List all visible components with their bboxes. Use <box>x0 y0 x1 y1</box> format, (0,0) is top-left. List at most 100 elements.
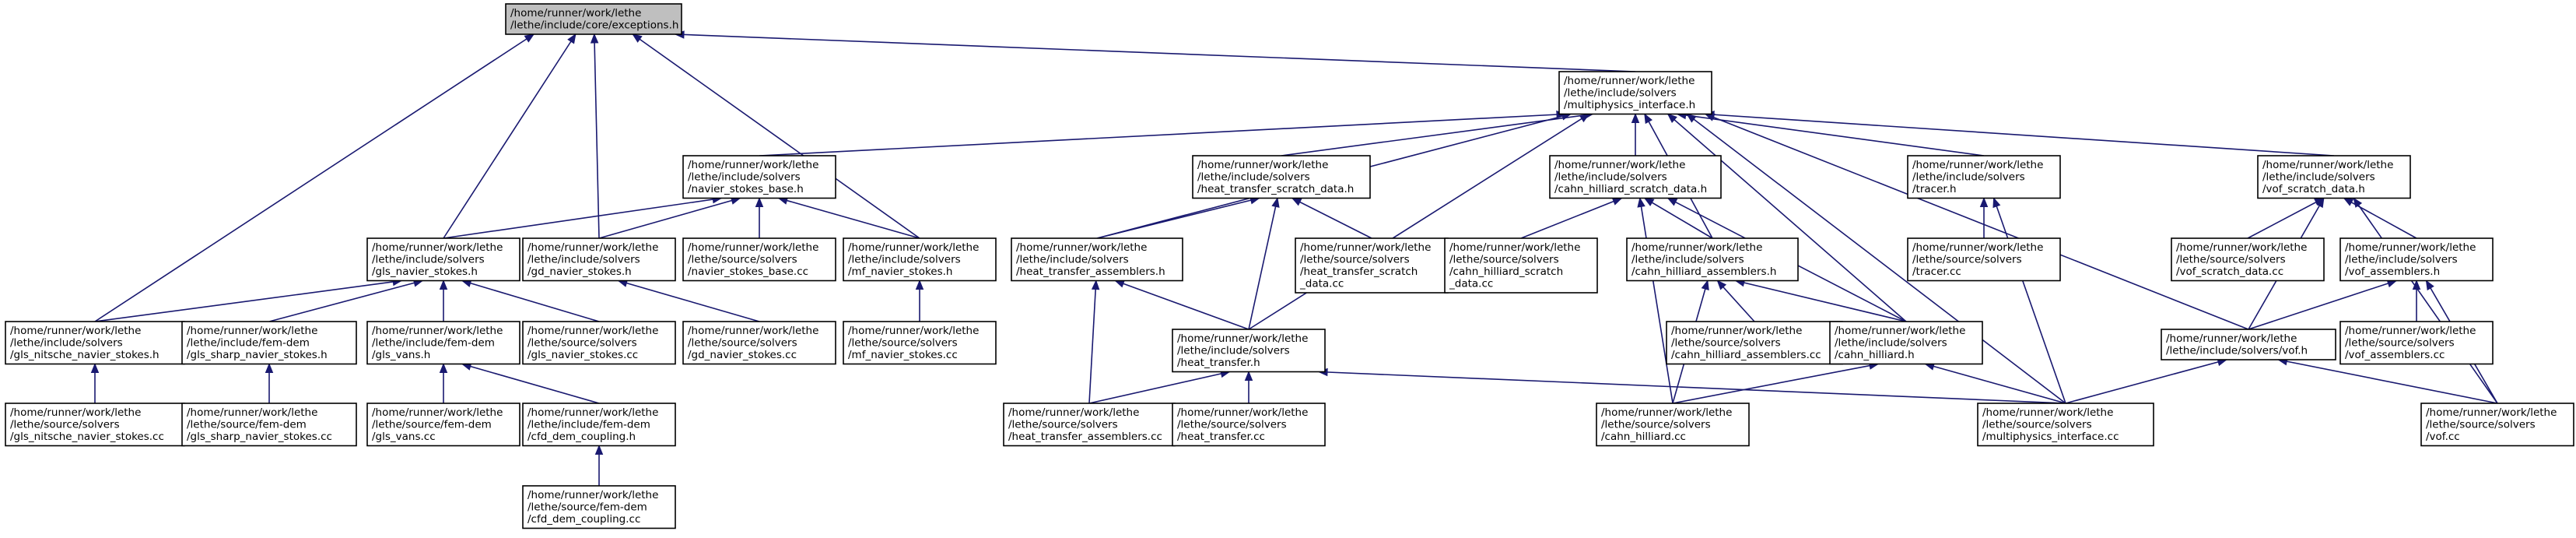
node-gd-navier-stokes-h[interactable]: /home/runner/work/lethe/lethe/include/so… <box>522 237 676 282</box>
node-label-line: /lethe/include/solvers <box>1912 171 2025 184</box>
node-label-line: /lethe/source/fem-dem <box>187 419 307 431</box>
node-label-line: /home/runner/work/lethe <box>1197 159 1328 171</box>
node-label-line: /lethe/source/solvers <box>848 337 958 350</box>
node-vof-assemblers-h[interactable]: /home/runner/work/lethe/lethe/include/so… <box>2339 237 2494 282</box>
node-exceptions-h[interactable]: /home/runner/work/lethe/lethe/include/co… <box>505 3 682 35</box>
node-heat-transfer-h[interactable]: /home/runner/work/lethe/lethe/include/so… <box>1172 329 1326 373</box>
node-box <box>1977 403 2154 447</box>
node-label-line: /home/runner/work/lethe <box>2345 241 2476 254</box>
node-gls-nitsche-navier-stokes-h[interactable]: /home/runner/work/lethe/lethe/include/so… <box>5 321 185 365</box>
node-label-line: /lethe/include/solvers/vof.h <box>2166 345 2308 357</box>
node-label-line: /gls_vans.h <box>372 349 430 361</box>
node-box <box>522 485 676 529</box>
node-box <box>522 237 676 282</box>
node-label-line: /lethe/include/solvers <box>1564 87 1677 100</box>
node-box <box>5 403 185 447</box>
node-label-line: /lethe/include/solvers <box>1554 171 1667 184</box>
node-vof-scratch-data-cc[interactable]: /home/runner/work/lethe/lethe/source/sol… <box>2171 237 2325 282</box>
node-vof-cc[interactable]: /home/runner/work/lethe/lethe/source/sol… <box>2420 403 2574 447</box>
node-gls-vans-cc[interactable]: /home/runner/work/lethe/lethe/source/fem… <box>366 403 520 447</box>
node-label-line: /home/runner/work/lethe <box>187 406 317 419</box>
node-label-line: /multiphysics_interface.h <box>1564 99 1695 111</box>
node-label-line: /lethe/include/core/exceptions.h <box>510 19 678 32</box>
node-label-line: /heat_transfer_scratch_data.h <box>1197 183 1354 195</box>
node-gls-vans-h[interactable]: /home/runner/work/lethe/lethe/include/fe… <box>366 321 520 365</box>
node-multiphysics-interface-h[interactable]: /home/runner/work/lethe/lethe/include/so… <box>1558 71 1712 115</box>
node-box <box>366 403 520 447</box>
node-heat-transfer-assemblers-cc[interactable]: /home/runner/work/lethe/lethe/source/sol… <box>1003 403 1176 447</box>
node-cahn-hilliard-scratch-data-h[interactable]: /home/runner/work/lethe/lethe/include/so… <box>1549 155 1722 199</box>
node-multiphysics-interface-cc[interactable]: /home/runner/work/lethe/lethe/source/sol… <box>1977 403 2154 447</box>
node-label-line: /lethe/source/solvers <box>1671 337 1781 350</box>
node-mf-navier-stokes-h[interactable]: /home/runner/work/lethe/lethe/include/so… <box>843 237 997 282</box>
edge-multiphysics-interface-h-to-heat-transfer-scratch-data-h <box>1281 113 1593 156</box>
node-gd-navier-stokes-cc[interactable]: /home/runner/work/lethe/lethe/source/sol… <box>682 321 836 365</box>
edge-exceptions-h-to-gls-nitsche-navier-stokes-h <box>94 33 534 322</box>
node-label-line: /home/runner/work/lethe <box>510 7 641 19</box>
node-box <box>682 237 836 282</box>
node-cahn-hilliard-cc[interactable]: /home/runner/work/lethe/lethe/source/sol… <box>1596 403 1750 447</box>
node-gls-navier-stokes-cc[interactable]: /home/runner/work/lethe/lethe/source/sol… <box>522 321 676 365</box>
arrowhead <box>1992 197 2001 209</box>
edge-gls-navier-stokes-h-to-gls-nitsche-navier-stokes-h <box>94 280 402 322</box>
edge-gls-navier-stokes-h-to-gls-sharp-navier-stokes-h <box>268 280 423 322</box>
edge-heat-transfer-assemblers-h-to-heat-transfer-assemblers-cc <box>1088 280 1097 404</box>
node-navier-stokes-base-cc[interactable]: /home/runner/work/lethe/lethe/source/sol… <box>682 237 836 282</box>
node-gls-navier-stokes-h[interactable]: /home/runner/work/lethe/lethe/include/so… <box>366 237 520 282</box>
node-label-line: /home/runner/work/lethe <box>848 241 979 254</box>
node-box <box>1192 155 1371 199</box>
edge-cahn-hilliard-assemblers-h-to-cahn-hilliard-assemblers-cc <box>1716 280 1755 322</box>
node-vof-h[interactable]: /home/runner/work/lethe/lethe/include/so… <box>2161 329 2336 360</box>
edge-multiphysics-interface-h-to-vof-scratch-data-h <box>1705 113 2335 156</box>
arrowhead <box>1611 197 1623 206</box>
arrowhead <box>1631 113 1640 123</box>
node-label-line: /home/runner/work/lethe <box>848 325 979 337</box>
node-label-line: /gd_navier_stokes.cc <box>688 349 797 361</box>
node-label-line: /mf_navier_stokes.cc <box>848 349 958 361</box>
node-label-line: /home/runner/work/lethe <box>2176 241 2307 254</box>
node-box <box>2171 237 2325 282</box>
arrowhead <box>1701 280 1709 290</box>
node-tracer-cc[interactable]: /home/runner/work/lethe/lethe/source/sol… <box>1907 237 2061 282</box>
node-cahn-hilliard-assemblers-cc[interactable]: /home/runner/work/lethe/lethe/source/sol… <box>1666 321 1843 365</box>
node-heat-transfer-scratch-data-h[interactable]: /home/runner/work/lethe/lethe/include/so… <box>1192 155 1371 199</box>
arrowhead <box>1637 197 1645 208</box>
node-label-line: /home/runner/work/lethe <box>527 489 658 501</box>
edge-heat-transfer-scratch-data-h-to-heat-transfer-assemblers-h <box>1096 197 1260 239</box>
node-label-line: /home/runner/work/lethe <box>1671 325 1802 337</box>
node-mf-navier-stokes-cc[interactable]: /home/runner/work/lethe/lethe/source/sol… <box>843 321 997 365</box>
node-label-line: /home/runner/work/lethe <box>688 241 818 254</box>
arrowhead <box>594 445 604 455</box>
node-label-line: /lethe/source/solvers <box>2176 254 2286 266</box>
node-vof-assemblers-cc[interactable]: /home/runner/work/lethe/lethe/source/sol… <box>2339 321 2494 365</box>
node-box <box>682 321 836 365</box>
node-navier-stokes-base-h[interactable]: /home/runner/work/lethe/lethe/include/so… <box>682 155 836 199</box>
node-label-line: /home/runner/work/lethe <box>1449 241 1580 254</box>
node-cfd-dem-coupling-cc[interactable]: /home/runner/work/lethe/lethe/source/fem… <box>522 485 676 529</box>
node-gls-sharp-navier-stokes-h[interactable]: /home/runner/work/lethe/lethe/include/fe… <box>181 321 357 365</box>
node-box <box>2161 329 2336 360</box>
node-label-line: /home/runner/work/lethe <box>10 325 141 337</box>
node-box <box>1558 71 1712 115</box>
node-label-line: /lethe/include/fem-dem <box>187 337 310 350</box>
node-label-line: /navier_stokes_base.h <box>688 183 804 195</box>
node-label-line: /lethe/include/solvers <box>1177 345 1290 357</box>
node-vof-scratch-data-h[interactable]: /home/runner/work/lethe/lethe/include/so… <box>2257 155 2411 199</box>
node-tracer-h[interactable]: /home/runner/work/lethe/lethe/include/so… <box>1907 155 2061 199</box>
node-heat-transfer-scratch-data-cc[interactable]: /home/runner/work/lethe/lethe/source/sol… <box>1295 237 1449 294</box>
arrowhead <box>2425 280 2434 291</box>
node-box <box>1011 237 1183 282</box>
node-cahn-hilliard-h[interactable]: /home/runner/work/lethe/lethe/include/so… <box>1829 321 1983 365</box>
node-label-line: /gls_navier_stokes.cc <box>527 349 638 361</box>
node-heat-transfer-cc[interactable]: /home/runner/work/lethe/lethe/source/sol… <box>1172 403 1326 447</box>
node-gls-nitsche-navier-stokes-cc[interactable]: /home/runner/work/lethe/lethe/source/sol… <box>5 403 185 447</box>
edge-heat-transfer-h-to-multiphysics-interface-cc <box>1318 371 2066 404</box>
node-cahn-hilliard-assemblers-h[interactable]: /home/runner/work/lethe/lethe/include/so… <box>1626 237 1799 282</box>
edge-heat-transfer-assemblers-h-to-heat-transfer-h <box>1115 280 1249 330</box>
node-cahn-hilliard-scratch-data-cc[interactable]: /home/runner/work/lethe/lethe/source/sol… <box>1444 237 1598 294</box>
node-cfd-dem-coupling-h[interactable]: /home/runner/work/lethe/lethe/include/fe… <box>522 403 676 447</box>
node-label-line: _data.cc <box>1299 278 1344 290</box>
node-gls-sharp-navier-stokes-cc[interactable]: /home/runner/work/lethe/lethe/source/fem… <box>181 403 357 447</box>
node-heat-transfer-assemblers-h[interactable]: /home/runner/work/lethe/lethe/include/so… <box>1011 237 1183 282</box>
edge-heat-transfer-h-to-heat-transfer-assemblers-cc <box>1088 371 1230 404</box>
